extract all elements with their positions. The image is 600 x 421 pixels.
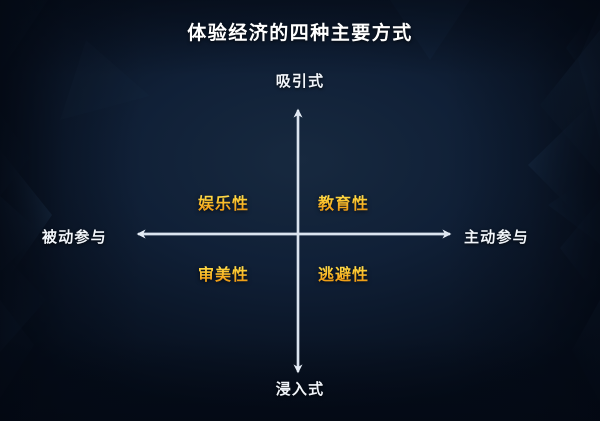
quadrant-label-bottom-left: 审美性 [198,261,249,285]
axis-label-right: 主动参与 [464,229,529,246]
quadrant-label-top-left: 娱乐性 [198,190,249,214]
axis-label-top: 吸引式 [275,73,325,90]
axis-label-bottom: 浸入式 [275,381,325,398]
axis-label-left: 被动参与 [42,229,107,246]
quadrant-label-bottom-right: 逃避性 [318,261,369,285]
page-title: 体验经济的四种主要方式 [187,23,413,44]
quadrant-label-top-right: 教育性 [318,190,369,214]
